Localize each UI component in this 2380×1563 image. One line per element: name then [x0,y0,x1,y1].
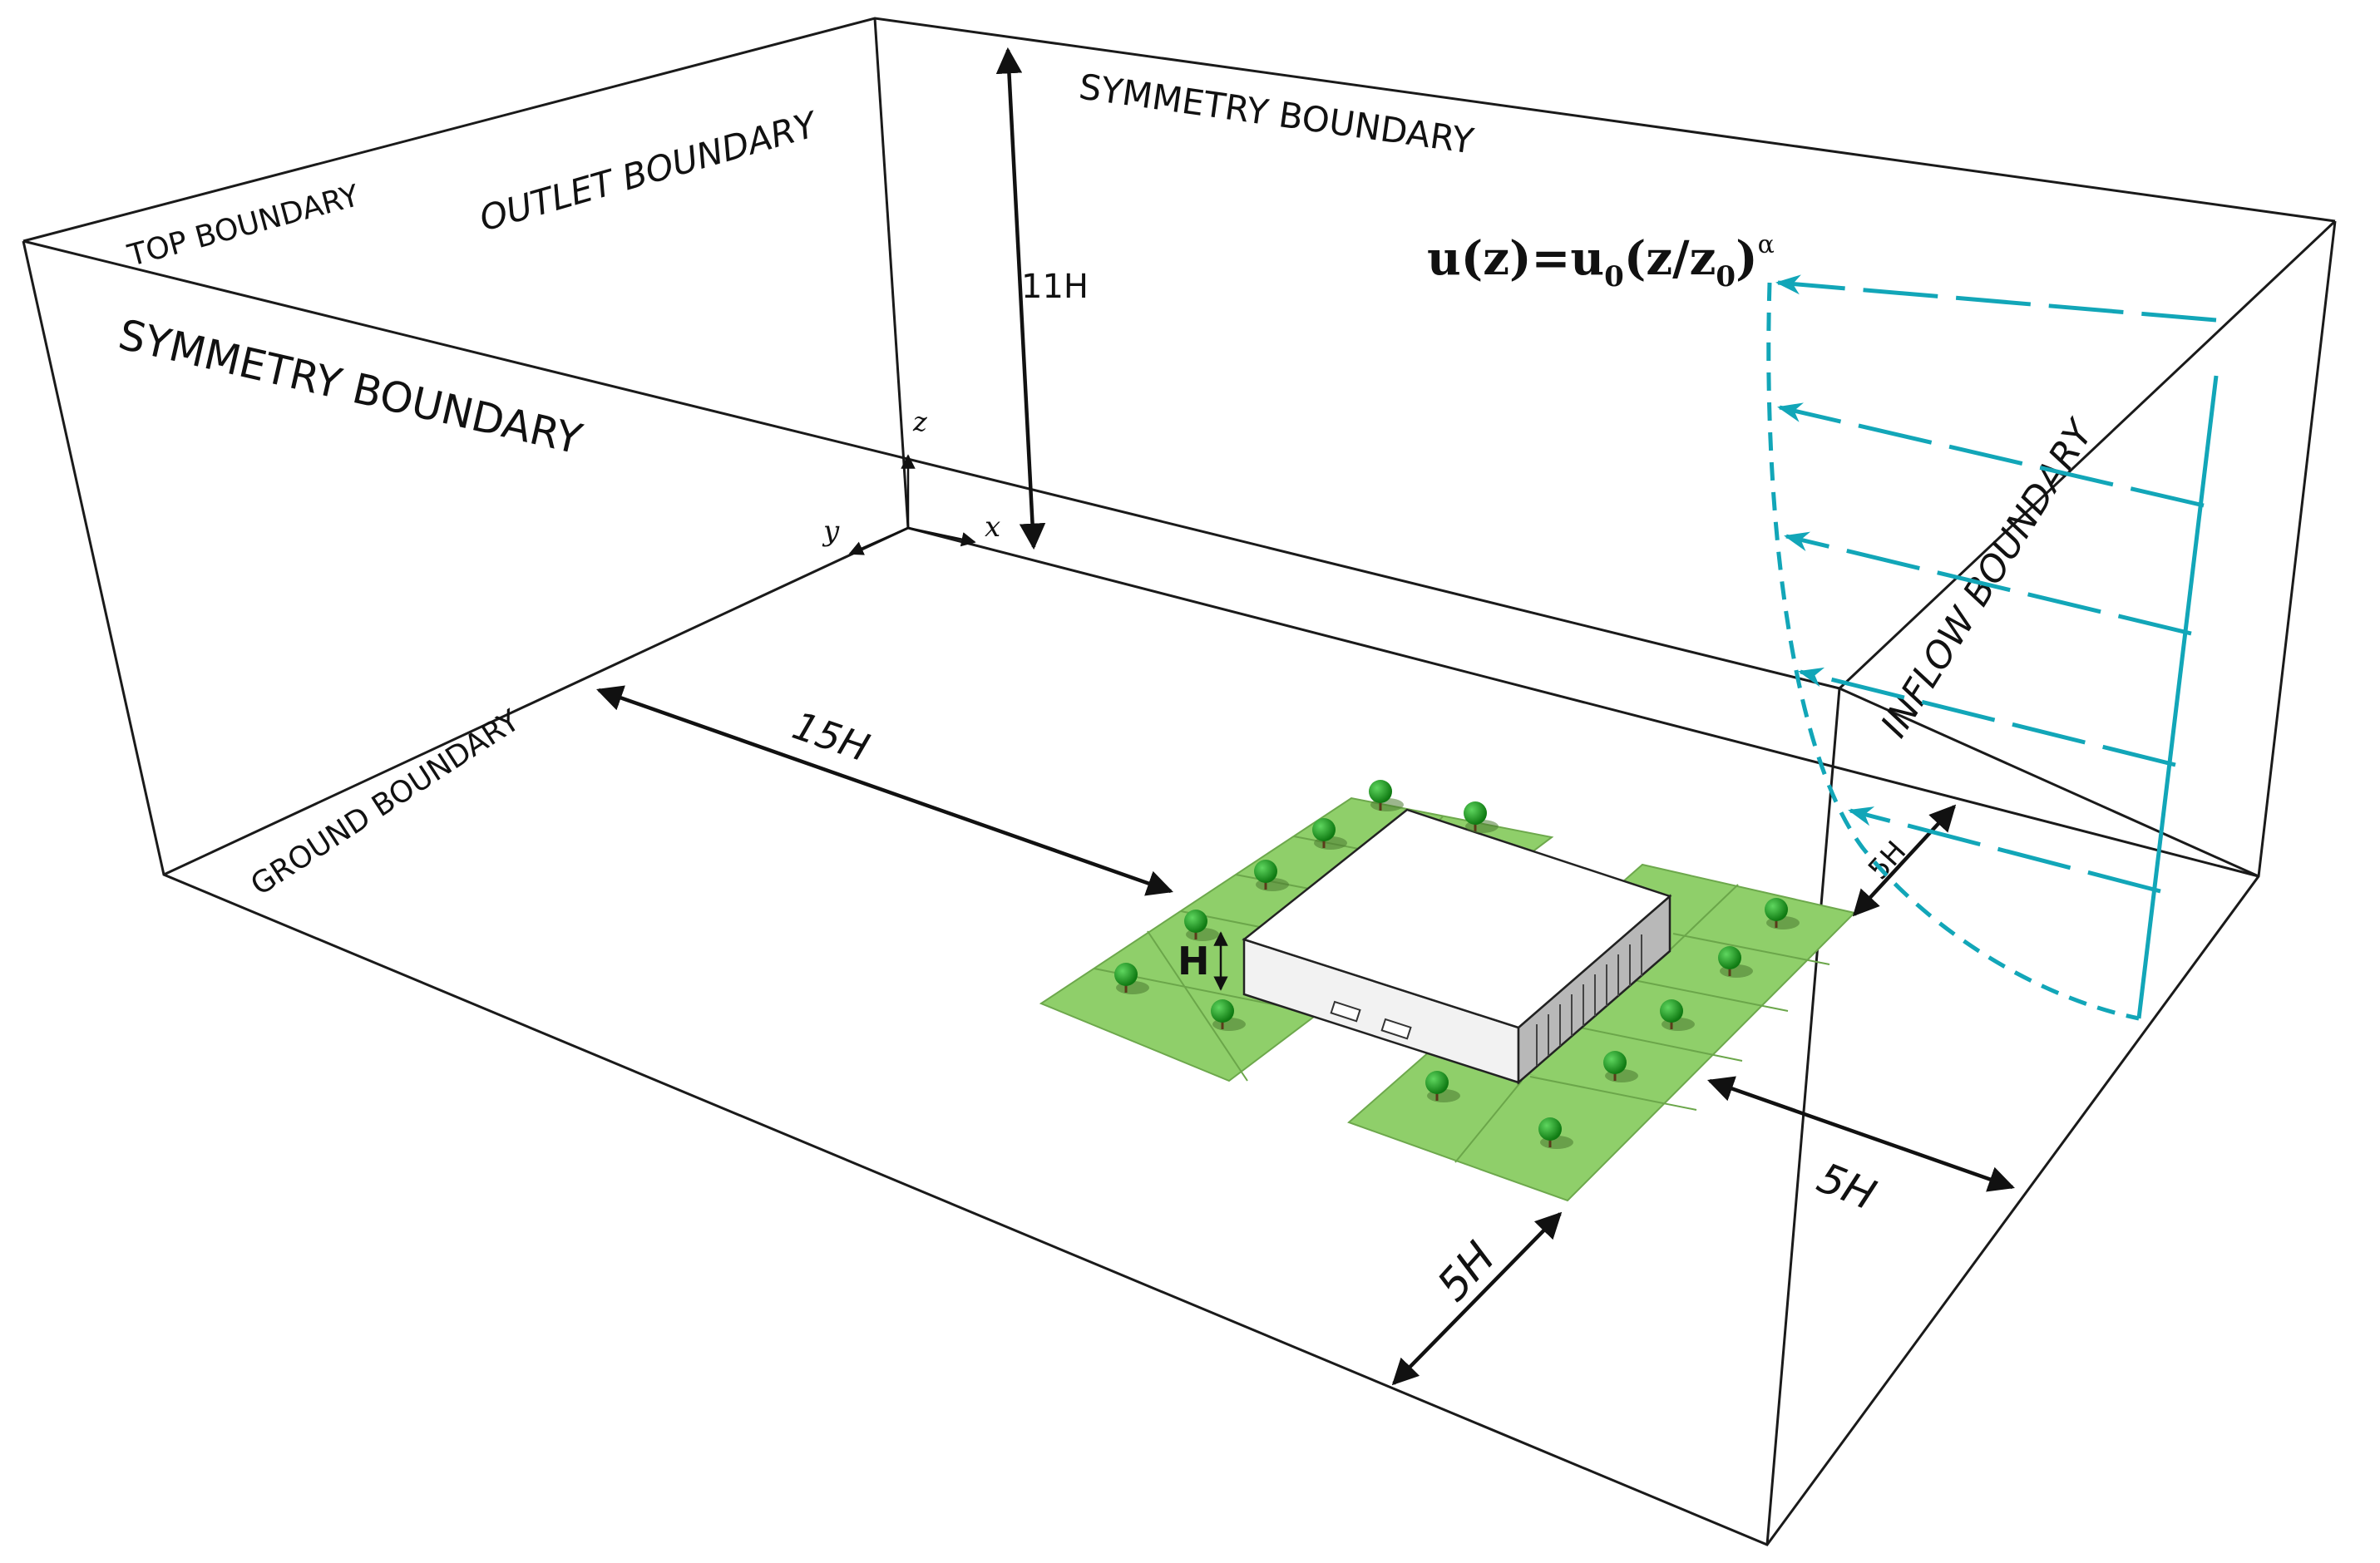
height-dimension-label: 11H [1021,268,1089,306]
tree [1369,780,1404,811]
symmetry-boundary-back-label: SYMMETRY BOUNDARY [1077,66,1477,161]
tree [1425,1071,1460,1102]
ground-boundary-label: GROUND BOUNDARY [245,703,526,903]
tree [1660,999,1695,1031]
axis-y-label: y [822,515,840,548]
inflow-boundary-label: INFLOW BOUNDARY [1873,412,2103,745]
outlet-boundary-label: OUTLET BOUNDARY [475,103,823,239]
inflow-arrow [1777,402,2205,508]
building-roof [1242,808,1672,1029]
lateral-gap-right-dimension: 5H [1707,1076,2015,1220]
axis-z-label: z [912,406,928,437]
axis-x-label: x [985,510,1000,544]
tree [1312,818,1347,850]
tree [1718,946,1753,978]
tree [1114,963,1149,994]
tree [1254,860,1289,891]
tree [1464,801,1499,833]
upstream-dimension: 15H [596,685,1173,896]
inflow-arrow [1775,274,2217,323]
tree [1184,910,1219,941]
lateral-gap-front-label: 5H [1428,1233,1505,1311]
lateral-gap-front-dimension: 5H [1391,1211,1563,1386]
domain-box [22,17,2337,1546]
building-height-label: H [1178,939,1210,984]
tree [1538,1117,1573,1149]
inflow-arrow [1784,531,2192,636]
inflow-profile [1766,274,2219,1021]
inflow-arrow [1848,806,2161,894]
inflow-arrow [1798,667,2176,767]
building: H [1178,808,1672,1085]
top-boundary-label: TOP BOUNDARY [124,179,363,274]
tree [1211,999,1246,1031]
tree [1765,898,1800,929]
tree [1603,1051,1638,1082]
height-dimension: 11H [995,47,1089,550]
inflow-gap-dimension: 5H [1852,804,1957,917]
trees [1114,780,1800,1149]
lateral-gap-right-label: 5H [1811,1153,1883,1220]
inflow-gap-label: 5H [1862,835,1913,886]
axes: z y x [822,406,1000,555]
inflow-formula: u(z)=u0(z/z0)α [1427,230,1775,293]
symmetry-boundary-left-label: SYMMETRY BOUNDARY [114,310,586,464]
